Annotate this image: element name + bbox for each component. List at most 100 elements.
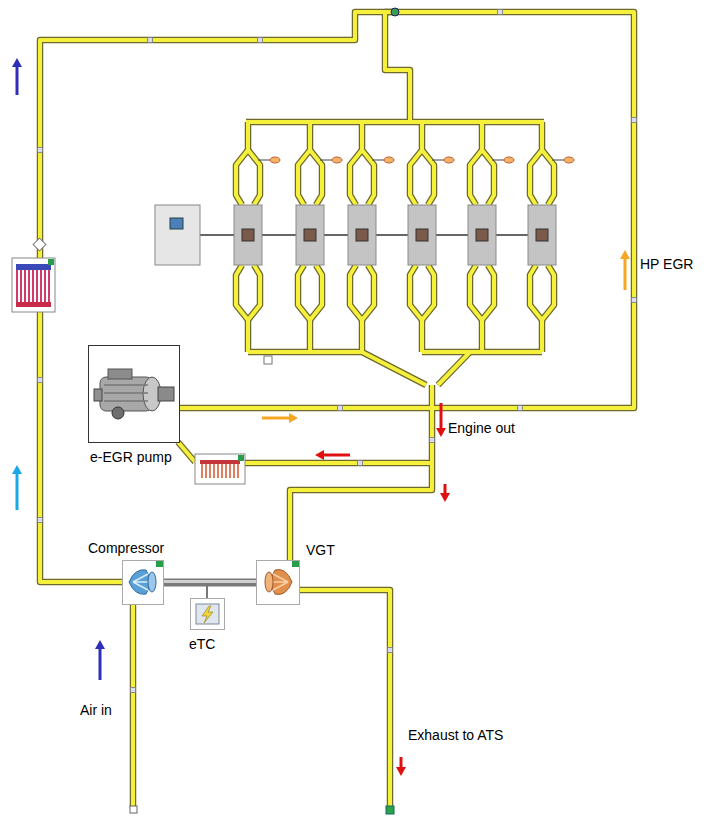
pipe-outline — [298, 150, 310, 205]
pipe — [178, 442, 195, 462]
pipe-outline — [245, 320, 252, 352]
pipe — [420, 320, 424, 352]
pipe-outline — [298, 265, 310, 320]
pipe — [480, 320, 484, 352]
piston-icon — [242, 229, 254, 241]
pipe-outline — [479, 320, 486, 352]
pipe — [290, 385, 432, 562]
pipe-outline — [245, 460, 432, 467]
component-label: Compressor — [88, 540, 164, 556]
pipe-outline — [245, 122, 252, 150]
pipe-marker — [38, 518, 43, 523]
shaft-outline — [164, 579, 256, 587]
pipe-marker — [388, 648, 393, 653]
engine-parts — [12, 8, 574, 814]
pipe — [245, 461, 432, 465]
pipe-outline — [246, 119, 544, 126]
flow-arrow — [440, 403, 443, 428]
piston-icon — [536, 229, 548, 241]
pipe — [246, 120, 544, 124]
pipe — [410, 265, 422, 320]
pipe — [298, 150, 310, 205]
pipe-marker — [131, 688, 136, 693]
pipe-outline — [419, 320, 426, 352]
pipe — [246, 320, 250, 352]
junction — [391, 8, 399, 16]
pipe-marker — [358, 461, 363, 466]
arrow-head — [12, 58, 22, 67]
pipe — [298, 265, 310, 320]
pipe — [310, 150, 322, 205]
pipe — [308, 122, 312, 150]
injector — [270, 157, 280, 163]
pipe-outline — [350, 150, 362, 205]
flow-arrow — [400, 757, 403, 767]
pipe-outline — [130, 605, 137, 808]
pipe-outline — [438, 352, 470, 385]
pipe — [385, 12, 410, 122]
pipe — [542, 150, 554, 205]
pipe-outline — [359, 320, 366, 352]
pipe — [420, 122, 424, 150]
pipe — [542, 265, 554, 320]
component-label: eTC — [189, 636, 215, 652]
pipe-marker — [518, 406, 523, 411]
pipe-outline — [359, 122, 366, 150]
pipe — [362, 150, 374, 205]
pipe — [350, 265, 362, 320]
egr-pump: e-EGR pump — [88, 345, 180, 443]
injector-lead — [320, 160, 332, 161]
pipe-marker — [632, 118, 637, 123]
pipe-outline — [410, 150, 422, 205]
flow-arrow — [262, 417, 289, 420]
arrow-head — [620, 250, 630, 259]
pipe — [350, 150, 362, 205]
electric-turbo-motor-icon — [190, 598, 225, 630]
pipe — [480, 122, 484, 150]
flow-label: Engine out — [448, 420, 515, 436]
pipe-outline — [248, 265, 260, 320]
pipe — [308, 320, 312, 352]
pipe-outline — [470, 150, 482, 205]
injector — [504, 157, 514, 163]
injector-lead — [552, 160, 564, 161]
flow-arrow — [624, 259, 627, 290]
pipe-outline — [310, 150, 322, 205]
pipe-outline — [419, 122, 426, 150]
pipe-outline — [539, 122, 546, 150]
pipe-outline — [40, 12, 634, 582]
turbine-icon — [256, 560, 300, 605]
flow-arrows — [12, 58, 630, 776]
pipe-marker — [338, 406, 343, 411]
flow-arrow — [16, 474, 19, 510]
piston-icon — [416, 229, 428, 241]
arrow-head — [289, 413, 298, 423]
cylinder — [408, 205, 436, 265]
pipe-outline — [385, 12, 410, 122]
intercooler-core — [16, 259, 54, 307]
pipe-outline — [236, 150, 248, 205]
pipe — [248, 265, 260, 320]
arrow-head — [436, 428, 446, 437]
pipe — [470, 265, 482, 320]
pipe-outline — [178, 442, 195, 462]
valve — [33, 238, 46, 251]
pipe — [540, 320, 544, 352]
pipe — [360, 320, 364, 352]
pipe-outline — [362, 150, 374, 205]
pipe-outline — [236, 265, 248, 320]
pipe-outline — [479, 122, 486, 150]
injector-lead — [432, 160, 444, 161]
arrow-head — [315, 450, 324, 460]
shaft-highlight — [164, 580, 256, 583]
pipe-outline — [290, 385, 432, 562]
etc-link — [206, 585, 208, 598]
flow-label: HP EGR — [640, 256, 693, 272]
pipe — [40, 12, 634, 582]
pipe-marker — [430, 438, 435, 443]
injector-lead — [258, 160, 270, 161]
compressor: Compressor — [122, 560, 164, 605]
flow-arrow — [324, 454, 350, 457]
flow-label: Air in — [80, 702, 112, 718]
pipe-outline — [482, 265, 494, 320]
